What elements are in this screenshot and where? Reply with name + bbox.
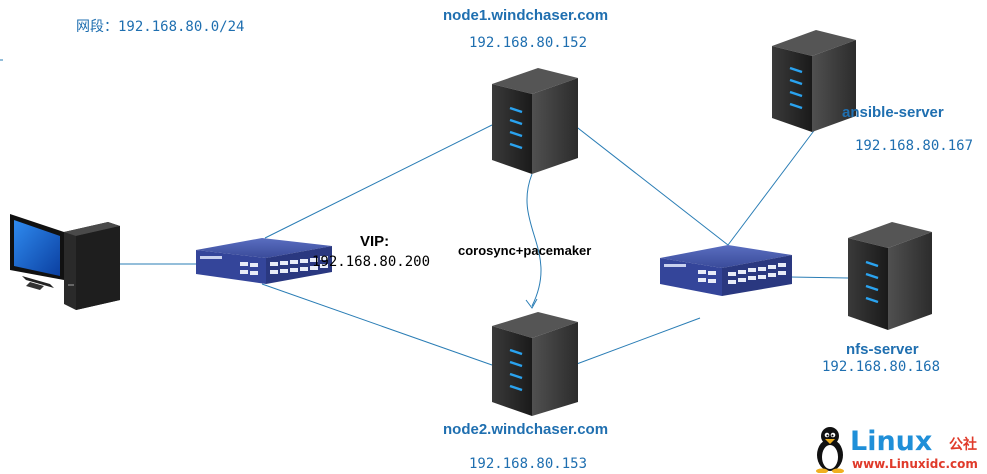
subnet-label: 网段：192.168.80.0/24 <box>76 19 245 35</box>
switch-left-icon <box>196 238 332 284</box>
tux-penguin-icon <box>816 427 844 473</box>
links <box>120 124 849 366</box>
nfs-hostname: nfs-server <box>846 341 919 358</box>
link-switch1-node1 <box>264 124 493 239</box>
node2-server-icon <box>492 312 578 416</box>
link-switch2-ansible <box>727 127 817 246</box>
nfs-server-icon <box>848 222 932 330</box>
heartbeat-arrow <box>526 173 542 307</box>
linuxidc-logo: Linux 公社 www.Linuxidc.com <box>812 424 987 474</box>
logo-url: www.Linuxidc.com <box>852 457 978 471</box>
link-switch2-nfs <box>789 276 849 279</box>
link-node1-switch2 <box>573 124 729 246</box>
ansible-hostname: ansible-server <box>842 104 944 121</box>
logo-brand: Linux <box>850 426 933 457</box>
node2-ip: 192.168.80.153 <box>469 456 588 472</box>
ansible-ip: 192.168.80.167 <box>855 138 974 154</box>
link-switch1-node2 <box>261 283 493 366</box>
vip-ip: 192.168.80.200 <box>312 254 431 270</box>
link-node2-switch2 <box>573 317 701 366</box>
node2-hostname: node2.windchaser.com <box>443 421 609 438</box>
desktop-pc-icon <box>10 214 120 310</box>
node1-server-icon <box>492 68 578 174</box>
vip-title: VIP: <box>360 233 390 250</box>
ansible-server-icon <box>772 30 856 132</box>
switch-right-icon <box>660 245 792 296</box>
node1-hostname: node1.windchaser.com <box>443 7 609 24</box>
node1-ip: 192.168.80.152 <box>469 35 588 51</box>
nfs-ip: 192.168.80.168 <box>822 359 941 375</box>
ha-stack-label: corosync+pacemaker <box>458 243 592 258</box>
logo-cn: 公社 <box>949 437 977 453</box>
arrow-head-icon <box>525 298 538 309</box>
